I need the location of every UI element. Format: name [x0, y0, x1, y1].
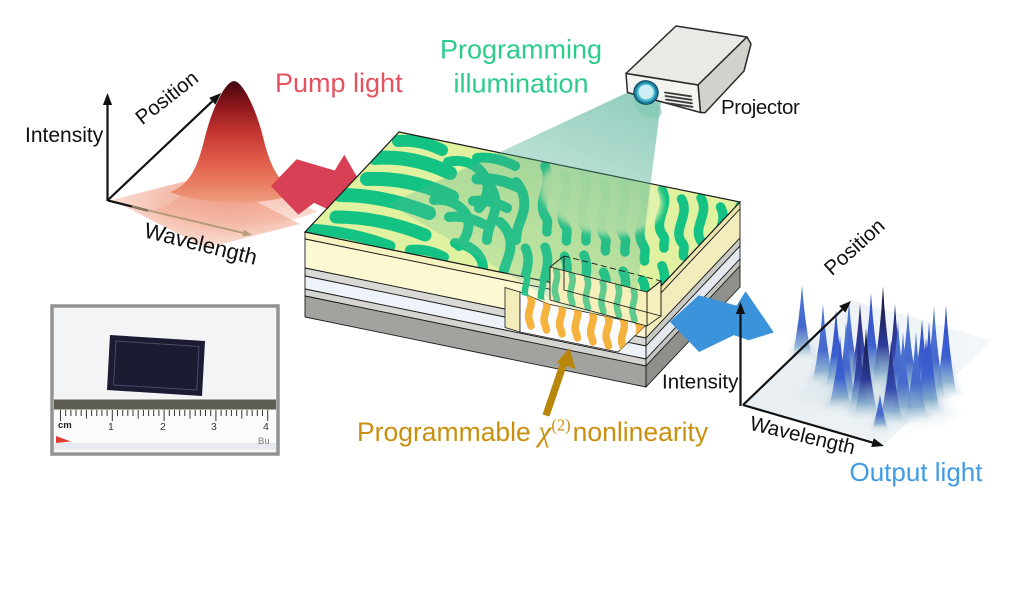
svg-text:3: 3	[211, 421, 217, 433]
svg-text:cm: cm	[58, 420, 72, 431]
svg-text:Bu: Bu	[258, 436, 270, 447]
svg-text:4: 4	[263, 421, 269, 433]
svg-text:Position: Position	[820, 214, 890, 280]
svg-text:Intensity: Intensity	[25, 124, 104, 147]
svg-text:Pump light: Pump light	[275, 68, 403, 98]
svg-text:Projector: Projector	[721, 96, 800, 119]
svg-text:2: 2	[160, 421, 166, 433]
svg-text:Programming: Programming	[440, 35, 602, 65]
svg-text:Output light: Output light	[850, 457, 984, 487]
svg-text:1: 1	[108, 421, 114, 433]
svg-text:illumination: illumination	[453, 69, 588, 99]
svg-text:Intensity: Intensity	[662, 371, 739, 394]
svg-text:Programmable χ(2)nonlinearity: Programmable χ(2)nonlinearity	[357, 415, 709, 448]
